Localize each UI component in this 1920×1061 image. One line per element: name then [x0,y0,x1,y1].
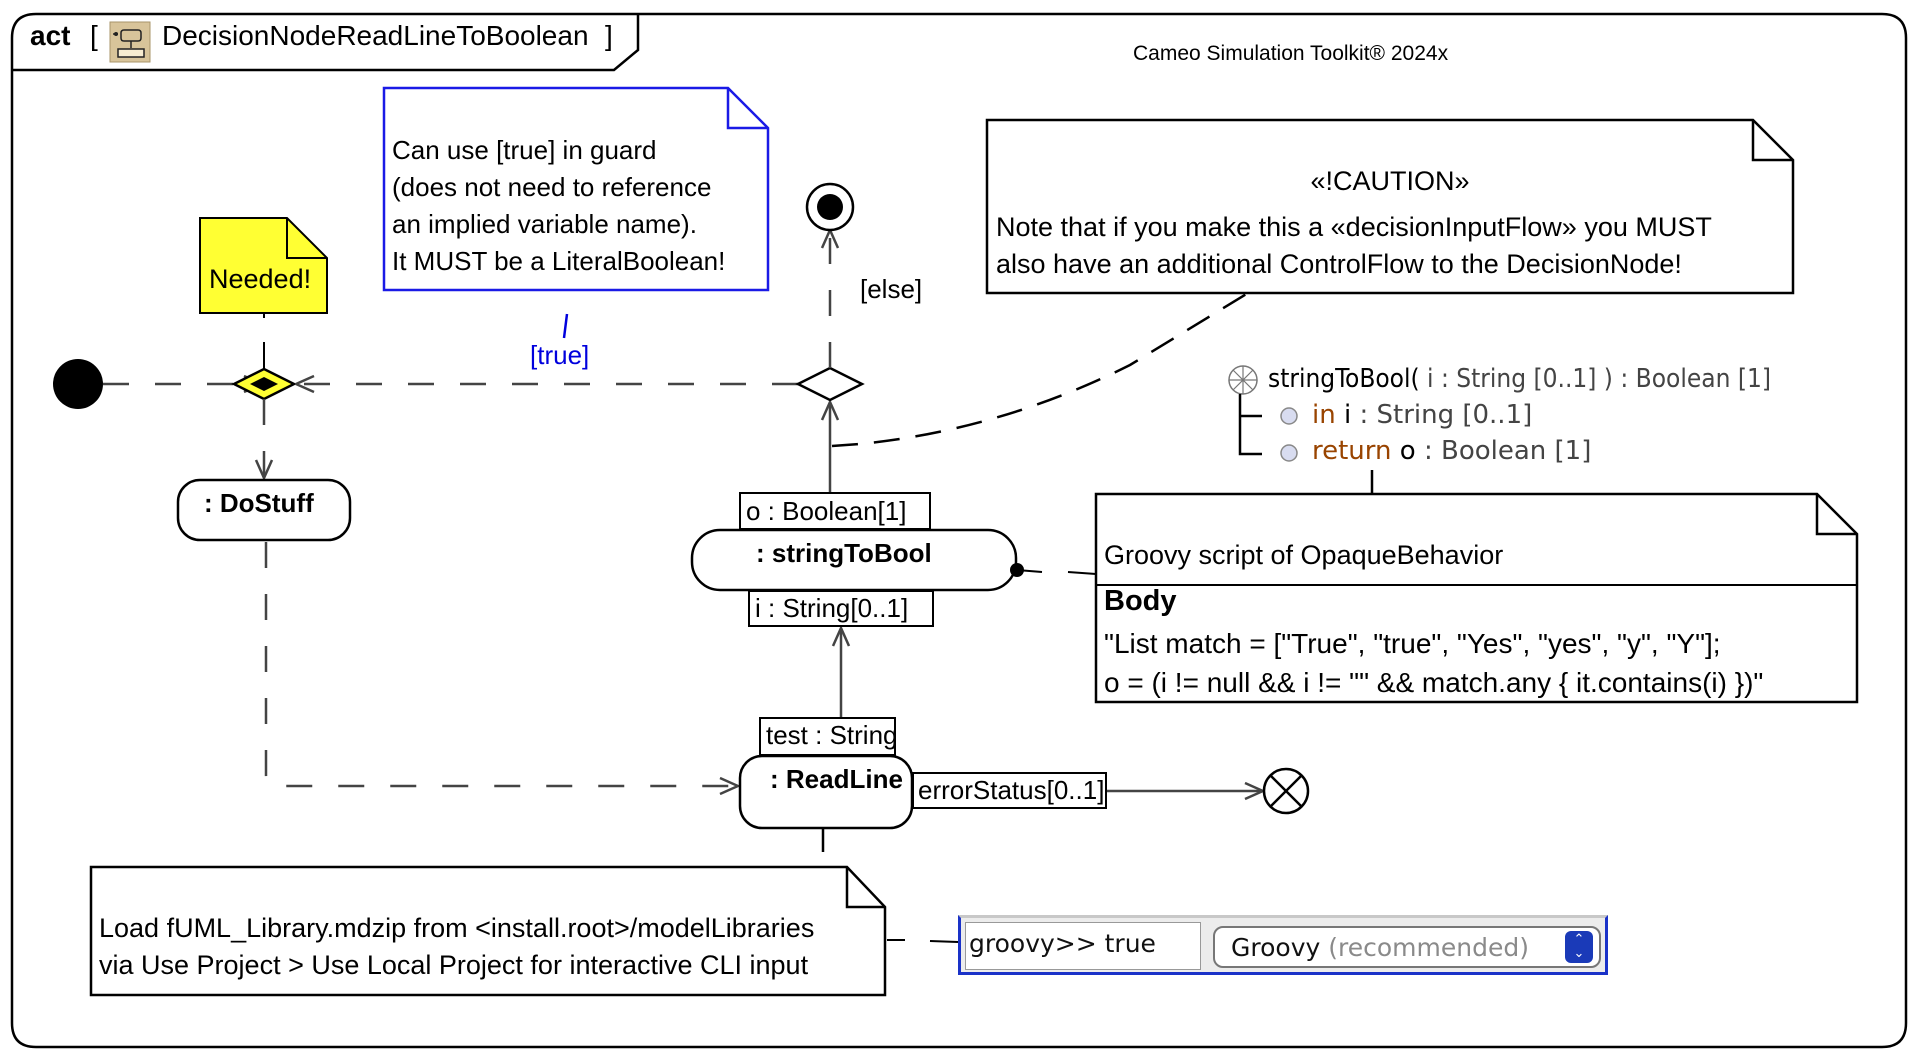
select-updown-icon[interactable]: ⌃⌄ [1565,931,1593,963]
pin-test-output-box[interactable] [759,717,896,756]
caution-note-line: Note that if you make this a «decisionIn… [996,212,1712,242]
guard-note[interactable]: Can use [true] in guard (does not need t… [392,132,725,280]
needed-note-text[interactable]: Needed! [209,264,312,294]
initial-node[interactable] [53,359,103,409]
frame-kind-keyword: act [30,20,71,51]
groovy-note-shape [1094,492,1859,704]
param-type: : Boolean [1] [1415,436,1592,466]
pin-errorstatus-label: errorStatus[0..1] [918,775,1105,805]
diagram-frame [10,12,1908,1049]
pin-o-output-box[interactable] [739,492,931,530]
frame-close-bracket: ] [605,20,613,51]
load-note-anchor [887,939,959,943]
param-type: : String [0..1] [1351,400,1533,430]
pin-i-label: i : String[0..1] [755,593,909,623]
operation-name: stringToBool( [1268,364,1420,394]
guard-note-line: It MUST be a LiteralBoolean! [392,246,726,276]
param-return-icon [1280,444,1298,462]
decision-node[interactable] [795,366,865,402]
load-note-line: via Use Project > Use Local Project for … [99,950,809,980]
caution-note-anchor [831,291,1249,448]
groovy-body[interactable]: "List match = ["True", "true", "Yes", "y… [1104,624,1763,702]
opaque-behavior-icon [1228,365,1258,395]
toolkit-label: Cameo Simulation Toolkit® 2024x [1133,42,1449,65]
guard-true-label: [true] [530,340,590,370]
activity-diagram-icon [109,21,151,63]
param-name: o [1399,436,1416,466]
flow-final-node[interactable] [1262,767,1310,815]
console-panel: groovy>> true Groovy (recommended) ⌃⌄ [958,915,1608,975]
guard-note-line: an implied variable name). [392,209,697,239]
guard-note-line: (does not need to reference [392,172,712,202]
console-input[interactable]: groovy>> true [965,922,1201,970]
action-dostuff-shape[interactable] [176,478,352,542]
load-note-shape [89,865,887,997]
frame-header-tab [12,14,640,72]
param-return-row[interactable]: return o : Boolean [1] [1312,436,1591,466]
guard-else-label: [else] [860,274,923,304]
frame-open-bracket: [ [90,20,98,51]
guard-note-shape [382,86,770,292]
pin-test-label: test : String [766,720,898,750]
merge-node[interactable] [231,367,297,401]
caution-note-line: also have an additional ControlFlow to t… [996,249,1682,279]
groovy-body-line: o = (i != null && i != "" && match.any {… [1104,667,1764,698]
activity-final-node[interactable] [805,182,855,232]
load-note-line: Load fUML_Library.mdzip from <install.ro… [99,913,815,943]
caution-note-shape [985,118,1795,295]
caution-stereotype: «!CAUTION» [1310,166,1470,196]
action-stringtobool-label: : stringToBool [756,538,932,568]
pin-o-label: o : Boolean[1] [746,496,907,526]
language-select[interactable]: Groovy (recommended) ⌃⌄ [1213,926,1601,968]
param-direction: in [1312,400,1336,430]
groovy-note-title: Groovy script of OpaqueBehavior [1104,540,1504,570]
pin-errorstatus-box[interactable] [912,772,1107,809]
param-name: i [1343,400,1352,430]
param-in-icon [1280,407,1298,425]
needed-note-shape [199,217,328,314]
load-note[interactable]: Load fUML_Library.mdzip from <install.ro… [99,910,814,984]
groovy-body-heading: Body [1104,585,1177,617]
caution-note[interactable]: Note that if you make this a «decisionIn… [996,209,1712,283]
groovy-body-line: "List match = ["True", "true", "Yes", "y… [1104,628,1721,659]
language-selected: Groovy [1231,933,1321,962]
operation-signature[interactable]: stringToBool( i : String [0..1] ) : Bool… [1268,364,1771,394]
action-readline-label: : ReadLine [770,764,903,794]
control-flow-dostuff-to-readline[interactable] [264,542,738,786]
language-hint: (recommended) [1328,933,1529,962]
guard-note-line: Can use [true] in guard [392,135,657,165]
groovy-note-anchor [1016,569,1097,575]
pin-i-input-box[interactable] [748,590,934,627]
diagram-title: DecisionNodeReadLineToBoolean [162,20,589,51]
param-direction: return [1312,436,1392,466]
action-dostuff-label: : DoStuff [204,488,314,518]
operation-tree-lines [1238,394,1262,456]
param-in-row[interactable]: in i : String [0..1] [1312,400,1532,430]
operation-params-signature: i : String [0..1] ) : Boolean [1] [1419,364,1771,394]
